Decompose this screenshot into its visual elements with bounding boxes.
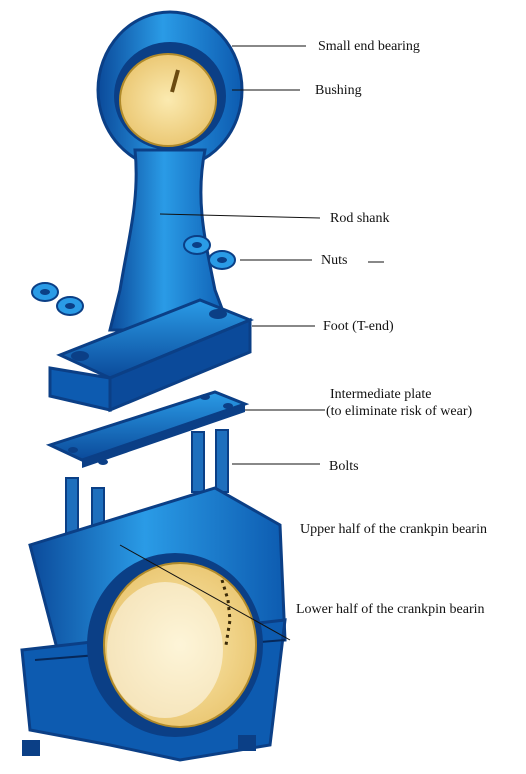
lower-nut (22, 740, 40, 756)
foot-hole-1 (71, 351, 89, 361)
nut (32, 283, 58, 301)
nut (184, 236, 210, 254)
label-small-end-bearing: Small end bearing (318, 38, 420, 55)
nut (57, 297, 83, 315)
label-bushing: Bushing (315, 82, 362, 99)
label-lower-half: Lower half of the crankpin bearin (296, 601, 485, 618)
bolt (192, 432, 204, 492)
lower-nut (238, 735, 256, 751)
label-rod-shank: Rod shank (330, 210, 390, 227)
label-foot: Foot (T-end) (323, 318, 394, 335)
label-bolts: Bolts (329, 458, 359, 475)
foot-hole-2 (209, 309, 227, 319)
label-intermediate-plate-note: (to eliminate risk of wear) (326, 403, 472, 420)
label-nuts: Nuts (321, 252, 347, 269)
rod-shank (110, 150, 230, 330)
crankpin-bearing-housing (22, 488, 285, 760)
label-intermediate-plate: Intermediate plate (330, 386, 431, 403)
label-upper-half: Upper half of the crankpin bearin (300, 521, 487, 538)
bushing (120, 54, 216, 146)
nut (209, 251, 235, 269)
bolt (216, 430, 228, 492)
rod-upper-part (98, 12, 242, 330)
crankpin-bearing-inner (107, 582, 223, 718)
